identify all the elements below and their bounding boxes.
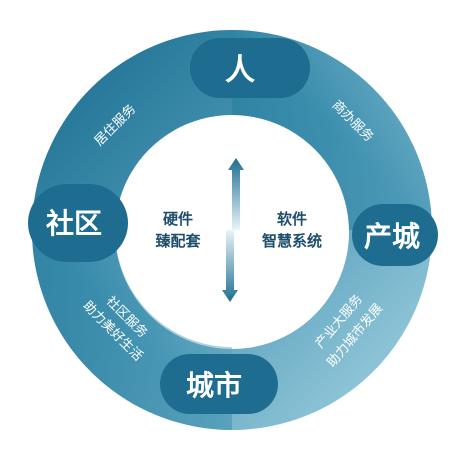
center-right-label-1: 软件 bbox=[277, 210, 307, 228]
center-left-label-1: 硬件 bbox=[163, 210, 193, 228]
node-top-label: 人 bbox=[225, 53, 255, 88]
node-bottom: 城市 bbox=[160, 354, 278, 414]
node-left: 社区 bbox=[28, 184, 128, 262]
node-left-label: 社区 bbox=[46, 207, 102, 240]
center-right-label-2: 智慧系统 bbox=[262, 232, 322, 250]
center-left-label-2: 臻配套 bbox=[155, 232, 201, 250]
node-top: 人 bbox=[190, 38, 310, 98]
node-bottom-label: 城市 bbox=[186, 369, 242, 402]
center-arrow bbox=[222, 158, 244, 302]
node-right: 产城 bbox=[352, 204, 438, 266]
node-right-label: 产城 bbox=[364, 220, 420, 253]
